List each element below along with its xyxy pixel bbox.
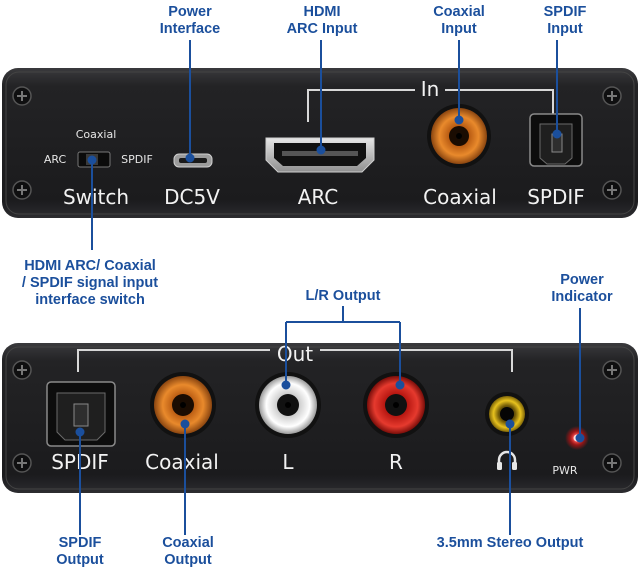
callout-coaxial-input-1: Coaxial <box>433 4 485 20</box>
callout-power-indicator-2: Indicator <box>551 289 613 305</box>
coaxial-input-port[interactable] <box>427 104 491 168</box>
dc5v-label: DC5V <box>164 185 220 209</box>
callout-lr-output: L/R Output <box>306 288 381 304</box>
callout-power-interface-2: Interface <box>160 21 220 37</box>
headphone-icon <box>497 450 517 470</box>
switch-label-arc: ARC <box>44 153 67 166</box>
rca-right-port[interactable] <box>363 372 429 438</box>
screw-icon <box>12 180 32 200</box>
callout-stereo-output: 3.5mm Stereo Output <box>437 535 584 551</box>
spdif-input-port[interactable] <box>529 113 583 167</box>
bottom-panel: Out SPDIF Coaxial L <box>2 342 638 493</box>
hdmi-arc-port[interactable] <box>265 137 375 173</box>
arc-label: ARC <box>298 185 339 209</box>
out-label: Out <box>277 342 313 366</box>
coaxial-output-port[interactable] <box>150 372 216 438</box>
spdif-label: SPDIF <box>527 185 585 209</box>
screw-icon <box>602 86 622 106</box>
pwr-label: PWR <box>552 464 578 477</box>
callout-labels: Power Interface HDMI ARC Input Coaxial I… <box>22 4 613 568</box>
screw-icon <box>602 360 622 380</box>
callout-hdmi-arc-2: ARC Input <box>287 21 358 37</box>
callout-coaxial-output-1: Coaxial <box>162 535 214 551</box>
switch-label-coaxial: Coaxial <box>76 128 117 141</box>
switch-label: Switch <box>63 185 129 209</box>
callout-spdif-input-1: SPDIF <box>544 4 587 20</box>
callout-hdmi-arc-1: HDMI <box>303 4 340 20</box>
callout-coaxial-input-2: Input <box>441 21 477 37</box>
screw-icon <box>12 86 32 106</box>
right-label: R <box>389 450 403 474</box>
rca-left-port[interactable] <box>255 372 321 438</box>
callout-spdif-output-2: Output <box>56 552 104 568</box>
left-label: L <box>282 450 294 474</box>
switch-label-spdif: SPDIF <box>121 153 153 166</box>
callout-power-interface-1: Power <box>168 4 212 20</box>
in-label: In <box>421 77 440 101</box>
screw-icon <box>602 180 622 200</box>
coaxial-out-label: Coaxial <box>145 450 219 474</box>
stereo-jack-port[interactable] <box>485 392 529 436</box>
spdif-output-port[interactable] <box>46 381 116 447</box>
callout-power-indicator-1: Power <box>560 272 604 288</box>
coaxial-label: Coaxial <box>423 185 497 209</box>
screw-icon <box>12 360 32 380</box>
callout-spdif-output-1: SPDIF <box>59 535 102 551</box>
callout-spdif-input-2: Input <box>547 21 583 37</box>
callout-switch-2: / SPDIF signal input <box>22 275 158 291</box>
screw-icon <box>12 453 32 473</box>
callout-switch-3: interface switch <box>35 292 145 308</box>
callout-coaxial-output-2: Output <box>164 552 212 568</box>
callout-switch-1: HDMI ARC/ Coaxial <box>24 258 156 274</box>
callout-lines <box>75 40 585 535</box>
screw-icon <box>602 453 622 473</box>
